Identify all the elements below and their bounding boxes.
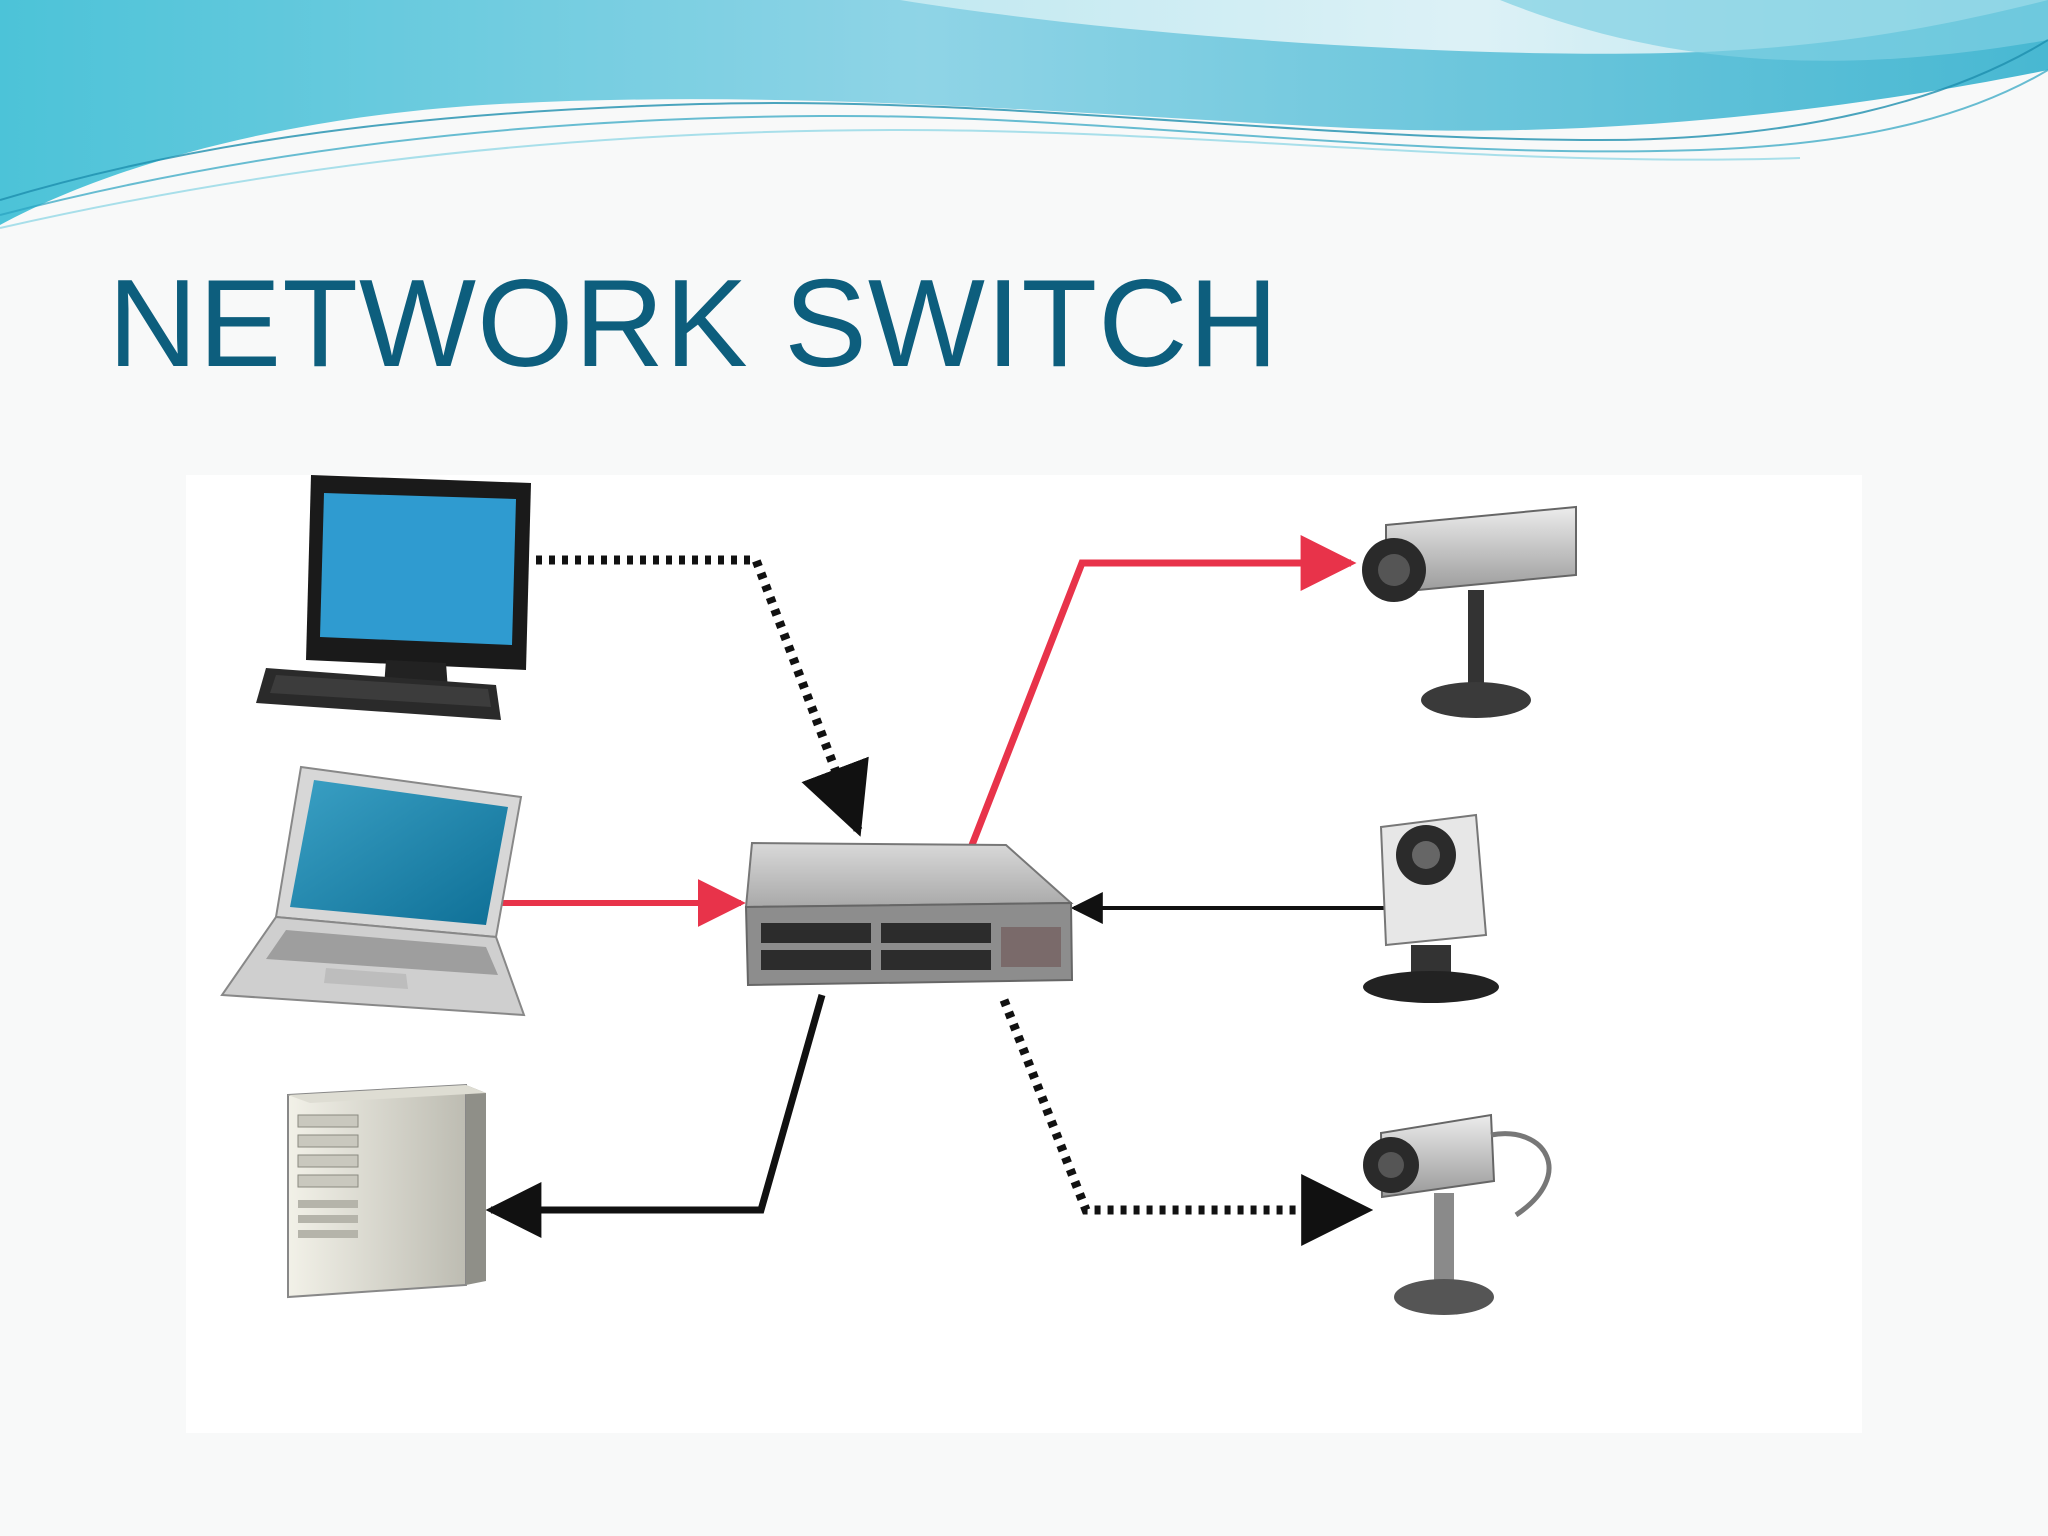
ip-camera-top <box>1362 505 1577 718</box>
link-switch-to-camera-bottom <box>999 998 1374 1246</box>
ip-camera-middle <box>1363 813 1499 1003</box>
laptop <box>220 765 526 1017</box>
tower-server <box>287 1083 486 1299</box>
link-switch-to-camera-top <box>968 535 1357 847</box>
desktop-computer <box>256 475 531 720</box>
network-diagram <box>186 475 1862 1433</box>
diagram-canvas <box>220 475 1577 1315</box>
ip-camera-bottom <box>1363 1113 1552 1315</box>
header-wave <box>0 0 2048 229</box>
link-switch-to-server <box>485 994 826 1238</box>
link-desktop-to-switch <box>536 555 869 837</box>
slide-title: NETWORK SWITCH <box>108 255 1280 393</box>
network-switch <box>744 841 1074 987</box>
